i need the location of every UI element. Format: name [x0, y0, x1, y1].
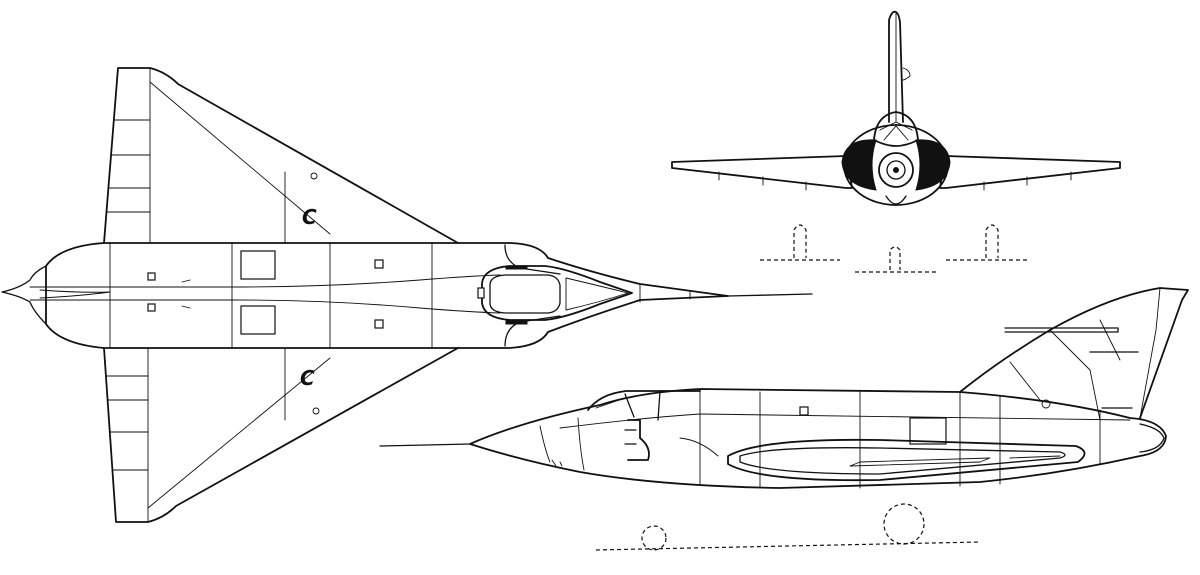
side-pitot-probe — [379, 443, 471, 447]
plan-fuselage — [45, 242, 729, 349]
front-left-intake — [841, 139, 877, 191]
upper-wing-insignia: C — [302, 205, 317, 229]
side-intake — [627, 419, 650, 461]
side-wing — [727, 438, 1086, 482]
plan-upper-wing — [103, 67, 459, 244]
front-canopy — [873, 111, 919, 147]
plan-view: C C — [1, 67, 813, 523]
side-nose-cone — [1139, 423, 1165, 453]
side-view — [379, 287, 1189, 551]
side-canopy — [587, 390, 701, 411]
lower-wing-insignia: C — [300, 366, 315, 390]
front-right-wing — [939, 155, 1121, 189]
side-fin — [959, 287, 1189, 419]
side-landing-gear — [595, 503, 981, 551]
front-left-wing — [671, 155, 853, 189]
front-right-intake — [915, 139, 951, 191]
plan-lower-wing — [103, 347, 459, 523]
plan-canopy — [481, 265, 633, 321]
front-nose-cone — [878, 152, 914, 188]
front-view — [671, 10, 1121, 273]
plan-pitot-probe — [727, 293, 813, 297]
front-landing-gear — [760, 224, 1030, 273]
